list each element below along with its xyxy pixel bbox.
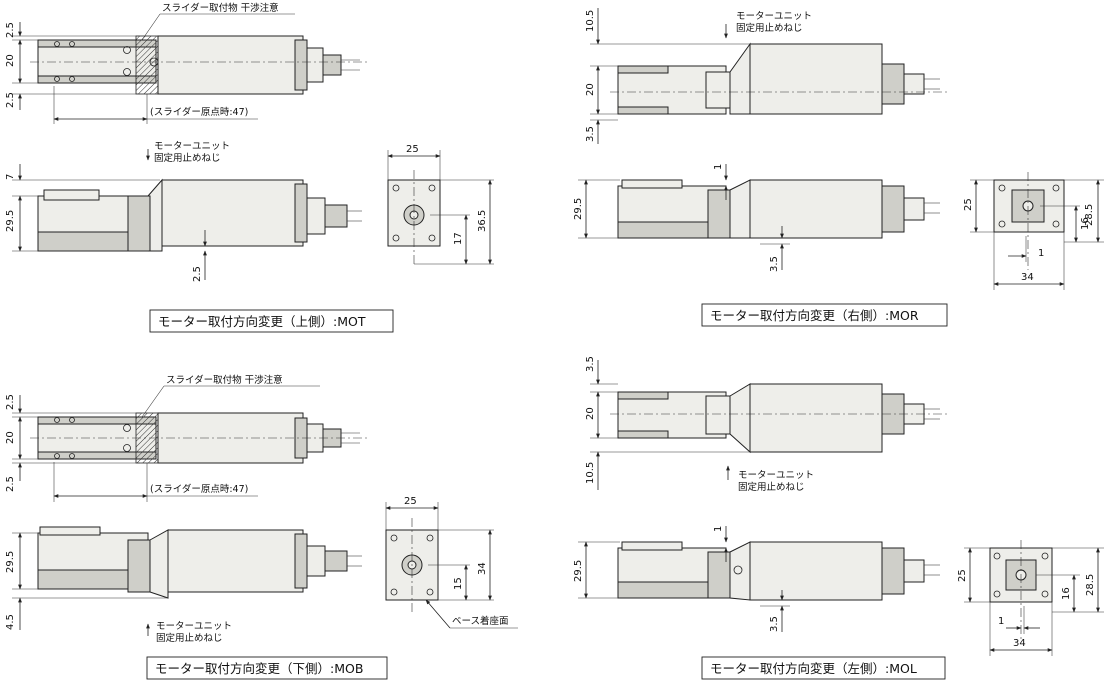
mor-end-dim-h1: 16: [1080, 217, 1091, 230]
mot-top-view: [30, 35, 370, 95]
mol-end-dim-off: 1: [998, 616, 1004, 627]
mob-end-dim-h2: 34: [477, 562, 488, 575]
mob-side-view: 29.5 4.5 モーターユニット 固定用止めねじ: [5, 526, 362, 644]
mol-top-view: 3.5 20 10.5 モーターユニット 固定用止めねじ: [585, 356, 950, 493]
mob-end-dim-h1: 15: [453, 577, 464, 590]
mob-base-note: ベース着座面: [452, 615, 509, 627]
mor-end-dim-w: 34: [1021, 272, 1034, 283]
mor-side-view: 29.5 1 3.5: [573, 164, 940, 272]
panel-mot: 2.5 20 2.5 (スライダー原点時:47) スライダー取付物 干渉注意: [5, 2, 494, 333]
mol-dim-side-b: 29.5: [573, 560, 584, 582]
mol-motor-note-2: 固定用止めねじ: [738, 481, 805, 493]
mor-dim-side-a: 1: [713, 164, 724, 170]
panel-mol: 3.5 20 10.5 モーターユニット 固定用止めねじ 29.5 1: [573, 356, 1104, 680]
mor-end-dim-h2: 28.5: [1084, 204, 1095, 226]
mol-motor-note-1: モーターユニット: [738, 470, 814, 481]
mol-end-dim-w: 34: [1013, 638, 1026, 649]
caption-mol: モーター取付方向変更（左側）:MOL: [710, 661, 917, 676]
mor-end-dim-h: 25: [963, 198, 974, 211]
mot-motor-note-2: 固定用止めねじ: [154, 152, 221, 164]
mot-dim-top-c: 2.5: [5, 92, 16, 108]
mor-dim-top-a: 10.5: [585, 10, 596, 32]
mot-end-dim-h2: 36.5: [477, 210, 488, 232]
mob-end-dim-w: 25: [404, 496, 417, 507]
mor-dim-top-c: 3.5: [585, 126, 596, 142]
mob-interference-note: スライダー取付物 干渉注意: [166, 374, 283, 386]
mol-end-dim-h: 25: [957, 569, 968, 582]
mot-dim-top-b: 20: [5, 54, 16, 67]
mol-end-dim-h2: 28.5: [1085, 574, 1096, 596]
caption-mor: モーター取付方向変更（右側）:MOR: [710, 308, 919, 323]
mor-top-view: 10.5 20 3.5 モーターユニット 固定用止めねじ: [585, 8, 950, 144]
mot-end-view: 25 17 36.5: [387, 144, 494, 265]
mol-side-view: 29.5 1 3.5: [573, 526, 940, 632]
mob-end-view: 25 15 34 ベース着座面: [385, 496, 518, 629]
mor-dim-side-c: 3.5: [769, 256, 780, 272]
caption-mob: モーター取付方向変更（下側）:MOB: [155, 661, 363, 676]
mot-dim-side-b: 29.5: [5, 210, 16, 232]
panel-mob: 2.5 20 2.5 (スライダー原点時:47) スライダー取付物 干渉注意: [5, 374, 518, 680]
mob-motor-note-1: モーターユニット: [156, 621, 232, 632]
mob-origin-note: (スライダー原点時:47): [150, 483, 248, 495]
mot-end-dim-h1: 17: [453, 232, 464, 245]
mot-dim-side-a: 7: [5, 174, 16, 180]
mot-side-view: 7 29.5 2.5 モーターユニット 固定用止めねじ: [5, 141, 362, 282]
panel-mor: 10.5 20 3.5 モーターユニット 固定用止めねじ 29.5 1: [573, 8, 1104, 327]
mob-top-view: 2.5 20 2.5 (スライダー原点時:47) スライダー取付物 干渉注意: [5, 374, 370, 502]
mol-end-dim-h1: 16: [1061, 587, 1072, 600]
mob-dim-top-c: 2.5: [5, 476, 16, 492]
mob-motor-note-2: 固定用止めねじ: [156, 632, 223, 644]
mor-dim-side-b: 29.5: [573, 198, 584, 220]
mob-dim-side-b: 4.5: [5, 614, 16, 630]
mol-dim-top-a: 3.5: [585, 356, 596, 372]
mol-dim-top-c: 10.5: [585, 462, 596, 484]
mor-end-view: 25 16 28.5 34 1: [963, 172, 1104, 290]
mot-motor-note-1: モーターユニット: [154, 141, 230, 152]
mot-end-dim-w: 25: [406, 144, 419, 155]
mor-motor-note-2: 固定用止めねじ: [736, 22, 803, 34]
mot-top-dims: 2.5 20 2.5 (スライダー原点時:47) スライダー取付物 干渉注意: [5, 2, 295, 124]
mol-dim-top-b: 20: [585, 407, 596, 420]
mob-dim-side-a: 29.5: [5, 551, 16, 573]
mol-dim-side-c: 3.5: [769, 616, 780, 632]
mor-end-dim-off: 1: [1038, 248, 1044, 259]
mot-dim-top-a: 2.5: [5, 22, 16, 38]
caption-mot: モーター取付方向変更（上側）:MOT: [158, 314, 366, 329]
mor-motor-note-1: モーターユニット: [736, 11, 812, 22]
mot-dim-side-c: 2.5: [192, 266, 203, 282]
mor-dim-top-b: 20: [585, 83, 596, 96]
mot-interference-note: スライダー取付物 干渉注意: [162, 2, 279, 14]
mol-end-view: 25 16 28.5 34 1: [957, 540, 1104, 656]
mob-dim-top-a: 2.5: [5, 394, 16, 410]
mol-dim-side-a: 1: [713, 526, 724, 532]
mot-origin-note: (スライダー原点時:47): [150, 106, 248, 118]
mob-dim-top-b: 20: [5, 431, 16, 444]
